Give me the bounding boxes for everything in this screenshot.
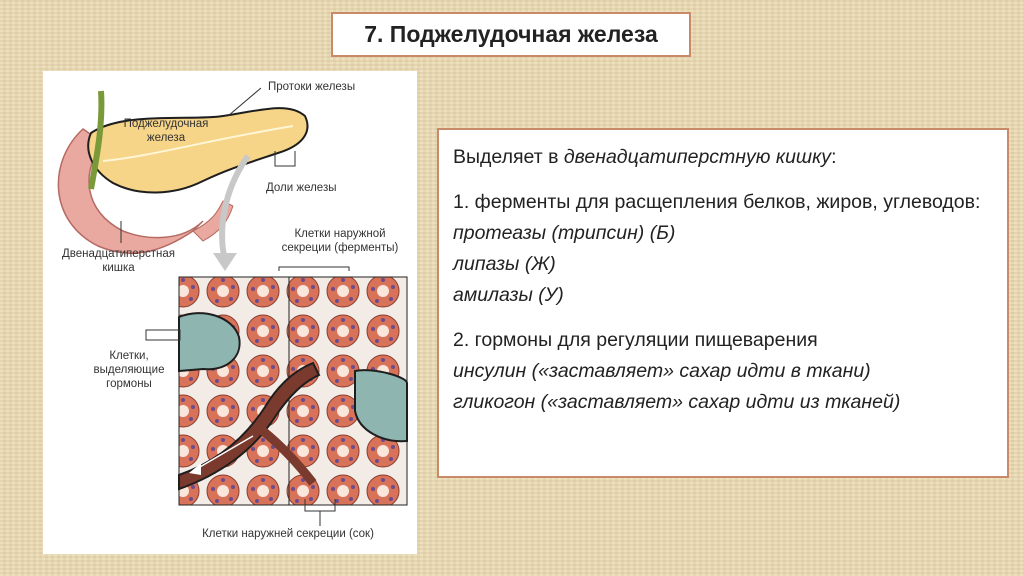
gland-label: Поджелудочная железа — [123, 118, 209, 144]
item-1: 1. ферменты для расщепления белков, жиро… — [453, 191, 981, 213]
pancreas-figure: Протоки железы Поджелудочная железа Доли… — [43, 71, 417, 554]
lobes-label: Доли железы — [266, 182, 337, 194]
exocrine-juice-label: Клетки наружней секреции (сок) — [202, 528, 374, 540]
item-2: 2. гормоны для регуляции пищеварения — [453, 329, 818, 351]
slide-title: 7. Поджелудочная железа — [331, 12, 691, 57]
enzyme-line: амилазы (У) — [453, 284, 564, 306]
enzyme-line: липазы (Ж) — [453, 253, 556, 275]
description-box: Выделяет в двенадцатиперстную кишку: 1. … — [437, 128, 1009, 478]
intro-italic: двенадцатиперстную кишку — [563, 146, 832, 168]
hormone-line: инсулин («заставляет» сахар идти в ткани… — [453, 360, 871, 382]
enzyme-line: протеазы (трипсин) (Б) — [453, 222, 676, 244]
hormone-line: гликогон («заставляет» сахар идти из тка… — [453, 391, 901, 413]
intro-line: Выделяет в двенадцатиперстную кишку: — [453, 142, 993, 173]
ducts-label: Протоки железы — [268, 81, 356, 93]
pancreas-illustration — [57, 87, 408, 526]
exocrine-enzymes-label: Клетки наружной секреции (ферменты) — [281, 228, 399, 254]
duodenum-label: Двенадцатиперстная кишка — [61, 248, 176, 274]
hormone-cells-label: Клетки, выделяющие гормоны — [93, 350, 165, 390]
intro-text: Выделяет в — [453, 146, 564, 168]
intro-end: : — [831, 146, 837, 168]
